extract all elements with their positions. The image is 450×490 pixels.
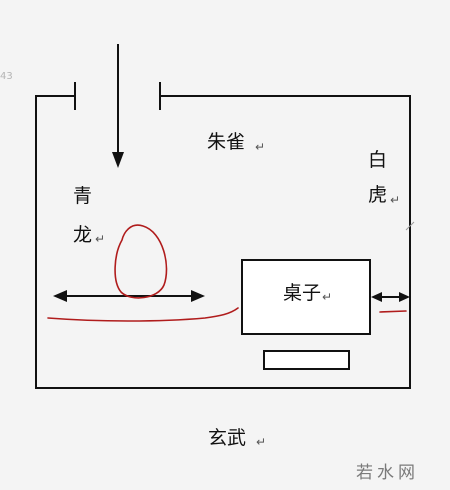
label-east-1: 青 <box>73 185 92 207</box>
label-desk: 桌子 <box>283 282 321 304</box>
room-walls <box>35 95 411 389</box>
label-west-2: 虎 <box>368 184 387 206</box>
label-west-1: 白 <box>368 149 387 171</box>
arrow-head-right-icon <box>191 290 205 302</box>
return-mark-north: ↵ <box>256 435 266 449</box>
return-mark-desk: ↵ <box>322 290 332 304</box>
arrow-head-left-icon <box>53 290 67 302</box>
small-rectangle <box>263 350 350 370</box>
red-circle-annotation <box>114 224 168 299</box>
return-mark-west: ↵ <box>390 193 400 207</box>
faint-pen-mark <box>405 221 415 231</box>
return-mark-south: ↵ <box>255 140 265 154</box>
desk-box <box>241 259 371 335</box>
right-double-arrow <box>371 292 410 302</box>
corner-number: 43 <box>0 71 13 82</box>
red-side-mark <box>379 310 407 313</box>
right-arrow-head-left-icon <box>371 292 382 302</box>
red-underline-annotation <box>47 307 239 322</box>
label-north: 玄武 <box>208 427 246 449</box>
room-outline <box>35 82 411 389</box>
return-mark-east: ↵ <box>95 232 105 246</box>
entry-arrow <box>112 44 124 168</box>
watermark-text: 若水网 <box>356 463 419 483</box>
label-east-2: 龙 <box>73 224 92 246</box>
right-arrow-head-right-icon <box>399 292 410 302</box>
label-south: 朱雀 <box>207 131 245 153</box>
red-annotations <box>47 224 407 322</box>
entry-arrow-head-icon <box>112 152 124 168</box>
